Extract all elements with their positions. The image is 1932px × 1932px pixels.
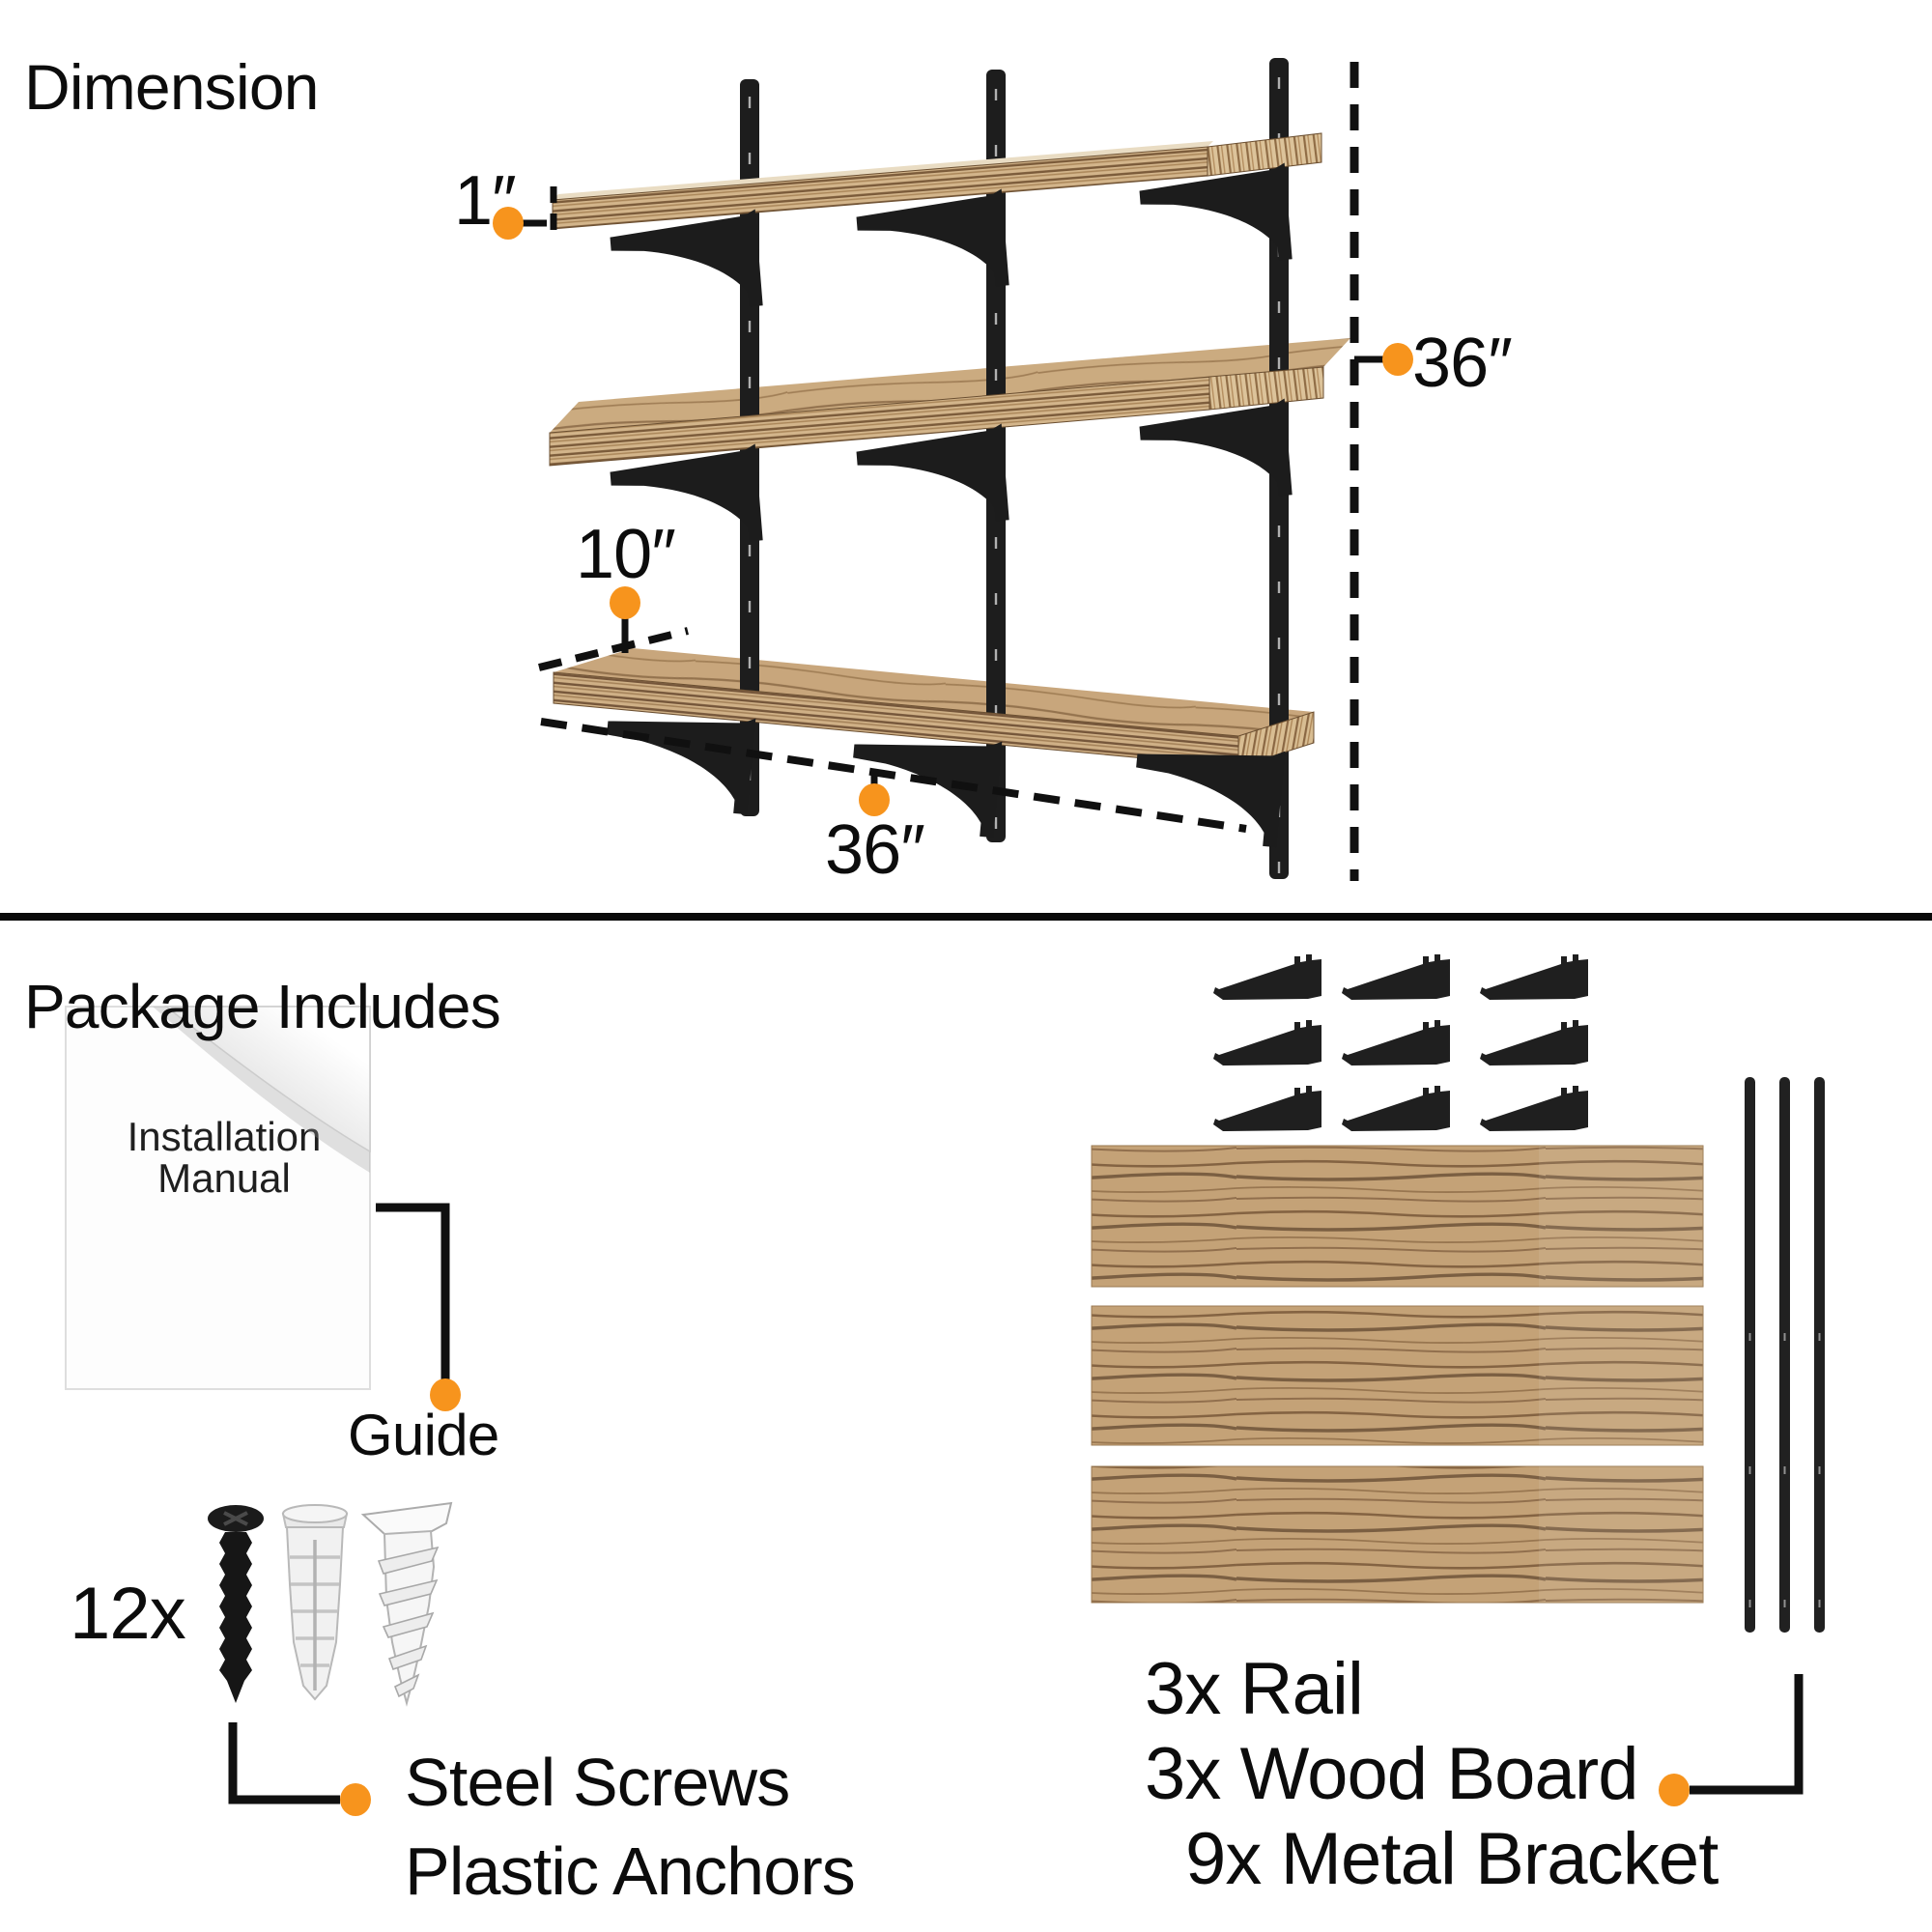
contents-marker-dot: [1659, 1774, 1690, 1806]
package-bracket-icon: [1342, 1020, 1450, 1065]
manual-text-line1: Installation: [128, 1114, 322, 1159]
contents-connector-line: [1690, 1674, 1804, 1795]
contents-rails-label: 3x Rail: [1145, 1648, 1364, 1730]
package-bracket-icon: [1480, 1020, 1588, 1065]
package-bracket-icon: [1213, 1020, 1321, 1065]
bracket-icon: [855, 188, 1009, 298]
thickness-marker-dot: [493, 207, 524, 240]
package-bracket-icon: [1213, 1086, 1321, 1131]
bottom-board: [553, 671, 1315, 768]
bracket-icon: [600, 704, 756, 815]
section-divider-line: [0, 913, 1932, 921]
unit-height-label: 36″: [1412, 325, 1513, 402]
hardware-connector-line: [228, 1722, 340, 1804]
width-dashline: [540, 718, 1247, 833]
package-brackets-grid: [1213, 954, 1588, 1131]
top-board-end-grain: [1207, 132, 1322, 177]
dimension-annotations: [522, 62, 1383, 881]
dimension-marker-dots: [493, 207, 1413, 816]
hardware-count-label: 12x: [70, 1573, 186, 1655]
package-rail-1: [1745, 1077, 1755, 1633]
bracket-icon: [1138, 398, 1293, 507]
plastic-anchors-label: Plastic Anchors: [405, 1833, 856, 1909]
board-width-label: 36″: [825, 811, 925, 889]
package-rail-3: [1814, 1077, 1825, 1633]
depth-marker-dot: [610, 586, 640, 619]
middle-board-end-grain: [1208, 366, 1324, 411]
wood-board-2: [1091, 1305, 1704, 1446]
installation-manual-sheet: Installation Manual: [65, 1006, 371, 1390]
guide-marker-dot: [430, 1378, 461, 1411]
width-marker-dot: [859, 783, 890, 816]
page-curl-shadow: [153, 1007, 370, 1173]
board-depth-label: 10″: [576, 516, 676, 593]
shelf-unit-illustration: [549, 58, 1350, 879]
page-curl-flap: [163, 1006, 371, 1153]
contents-brackets-label: 9x Metal Bracket: [1185, 1818, 1719, 1900]
package-bracket-icon: [1342, 954, 1450, 1000]
guide-label: Guide: [348, 1403, 499, 1467]
package-bracket-icon: [1480, 954, 1588, 1000]
contents-boards-label: 3x Wood Board: [1145, 1733, 1639, 1815]
depth-dashline: [538, 627, 689, 671]
board-thickness-label: 1″: [454, 162, 517, 240]
hardware-set: [208, 1501, 453, 1707]
dimension-section-title: Dimension: [24, 51, 319, 124]
package-bracket-icon: [1213, 954, 1321, 1000]
wood-board-1: [1091, 1145, 1704, 1288]
top-board: [552, 132, 1322, 230]
package-bracket-icon: [1342, 1086, 1450, 1131]
bracket-icon: [609, 209, 763, 318]
steel-screw-icon: [208, 1505, 264, 1703]
hardware-marker-dot: [340, 1783, 371, 1816]
package-section-title: Package Includes: [24, 972, 501, 1042]
bracket-icon: [855, 423, 1009, 532]
middle-board: [549, 366, 1324, 467]
package-bracket-icon: [1480, 1086, 1588, 1131]
wood-board-3: [1091, 1465, 1704, 1604]
steel-screws-label: Steel Screws: [405, 1745, 790, 1820]
ribbed-anchor-icon: [281, 1504, 349, 1701]
spiral-anchor-icon: [360, 1501, 453, 1707]
hardware-labels: Steel Screws Plastic Anchors: [405, 1739, 856, 1916]
guide-connector-line: [376, 1203, 450, 1379]
package-wood-boards: [1091, 1145, 1704, 1604]
manual-text-line2: Manual: [157, 1155, 291, 1201]
package-rails: [1745, 1077, 1825, 1633]
package-rail-2: [1779, 1077, 1790, 1633]
height-marker-dot: [1382, 343, 1413, 376]
